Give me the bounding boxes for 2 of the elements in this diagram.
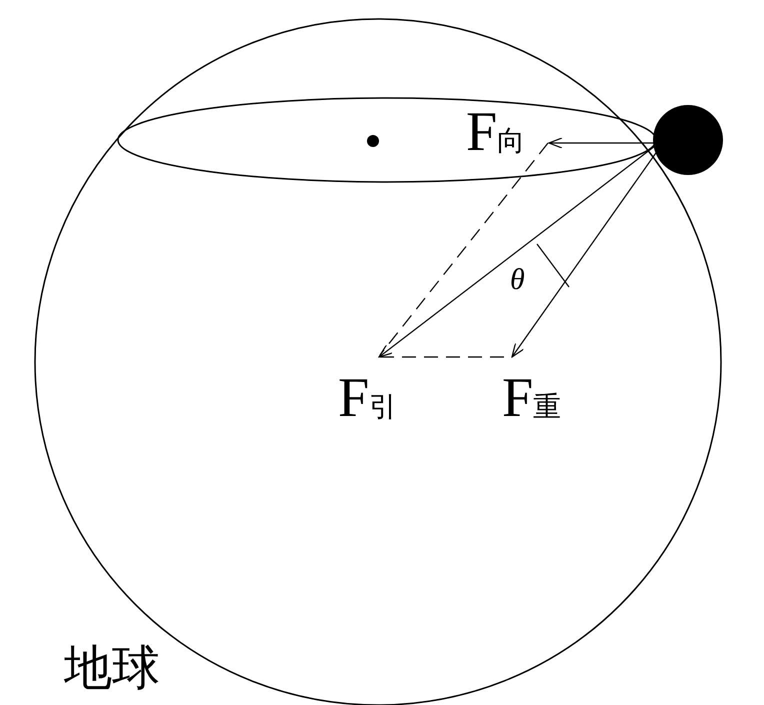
earth-label: 地球 — [64, 645, 160, 693]
angle-label: θ — [510, 265, 525, 295]
